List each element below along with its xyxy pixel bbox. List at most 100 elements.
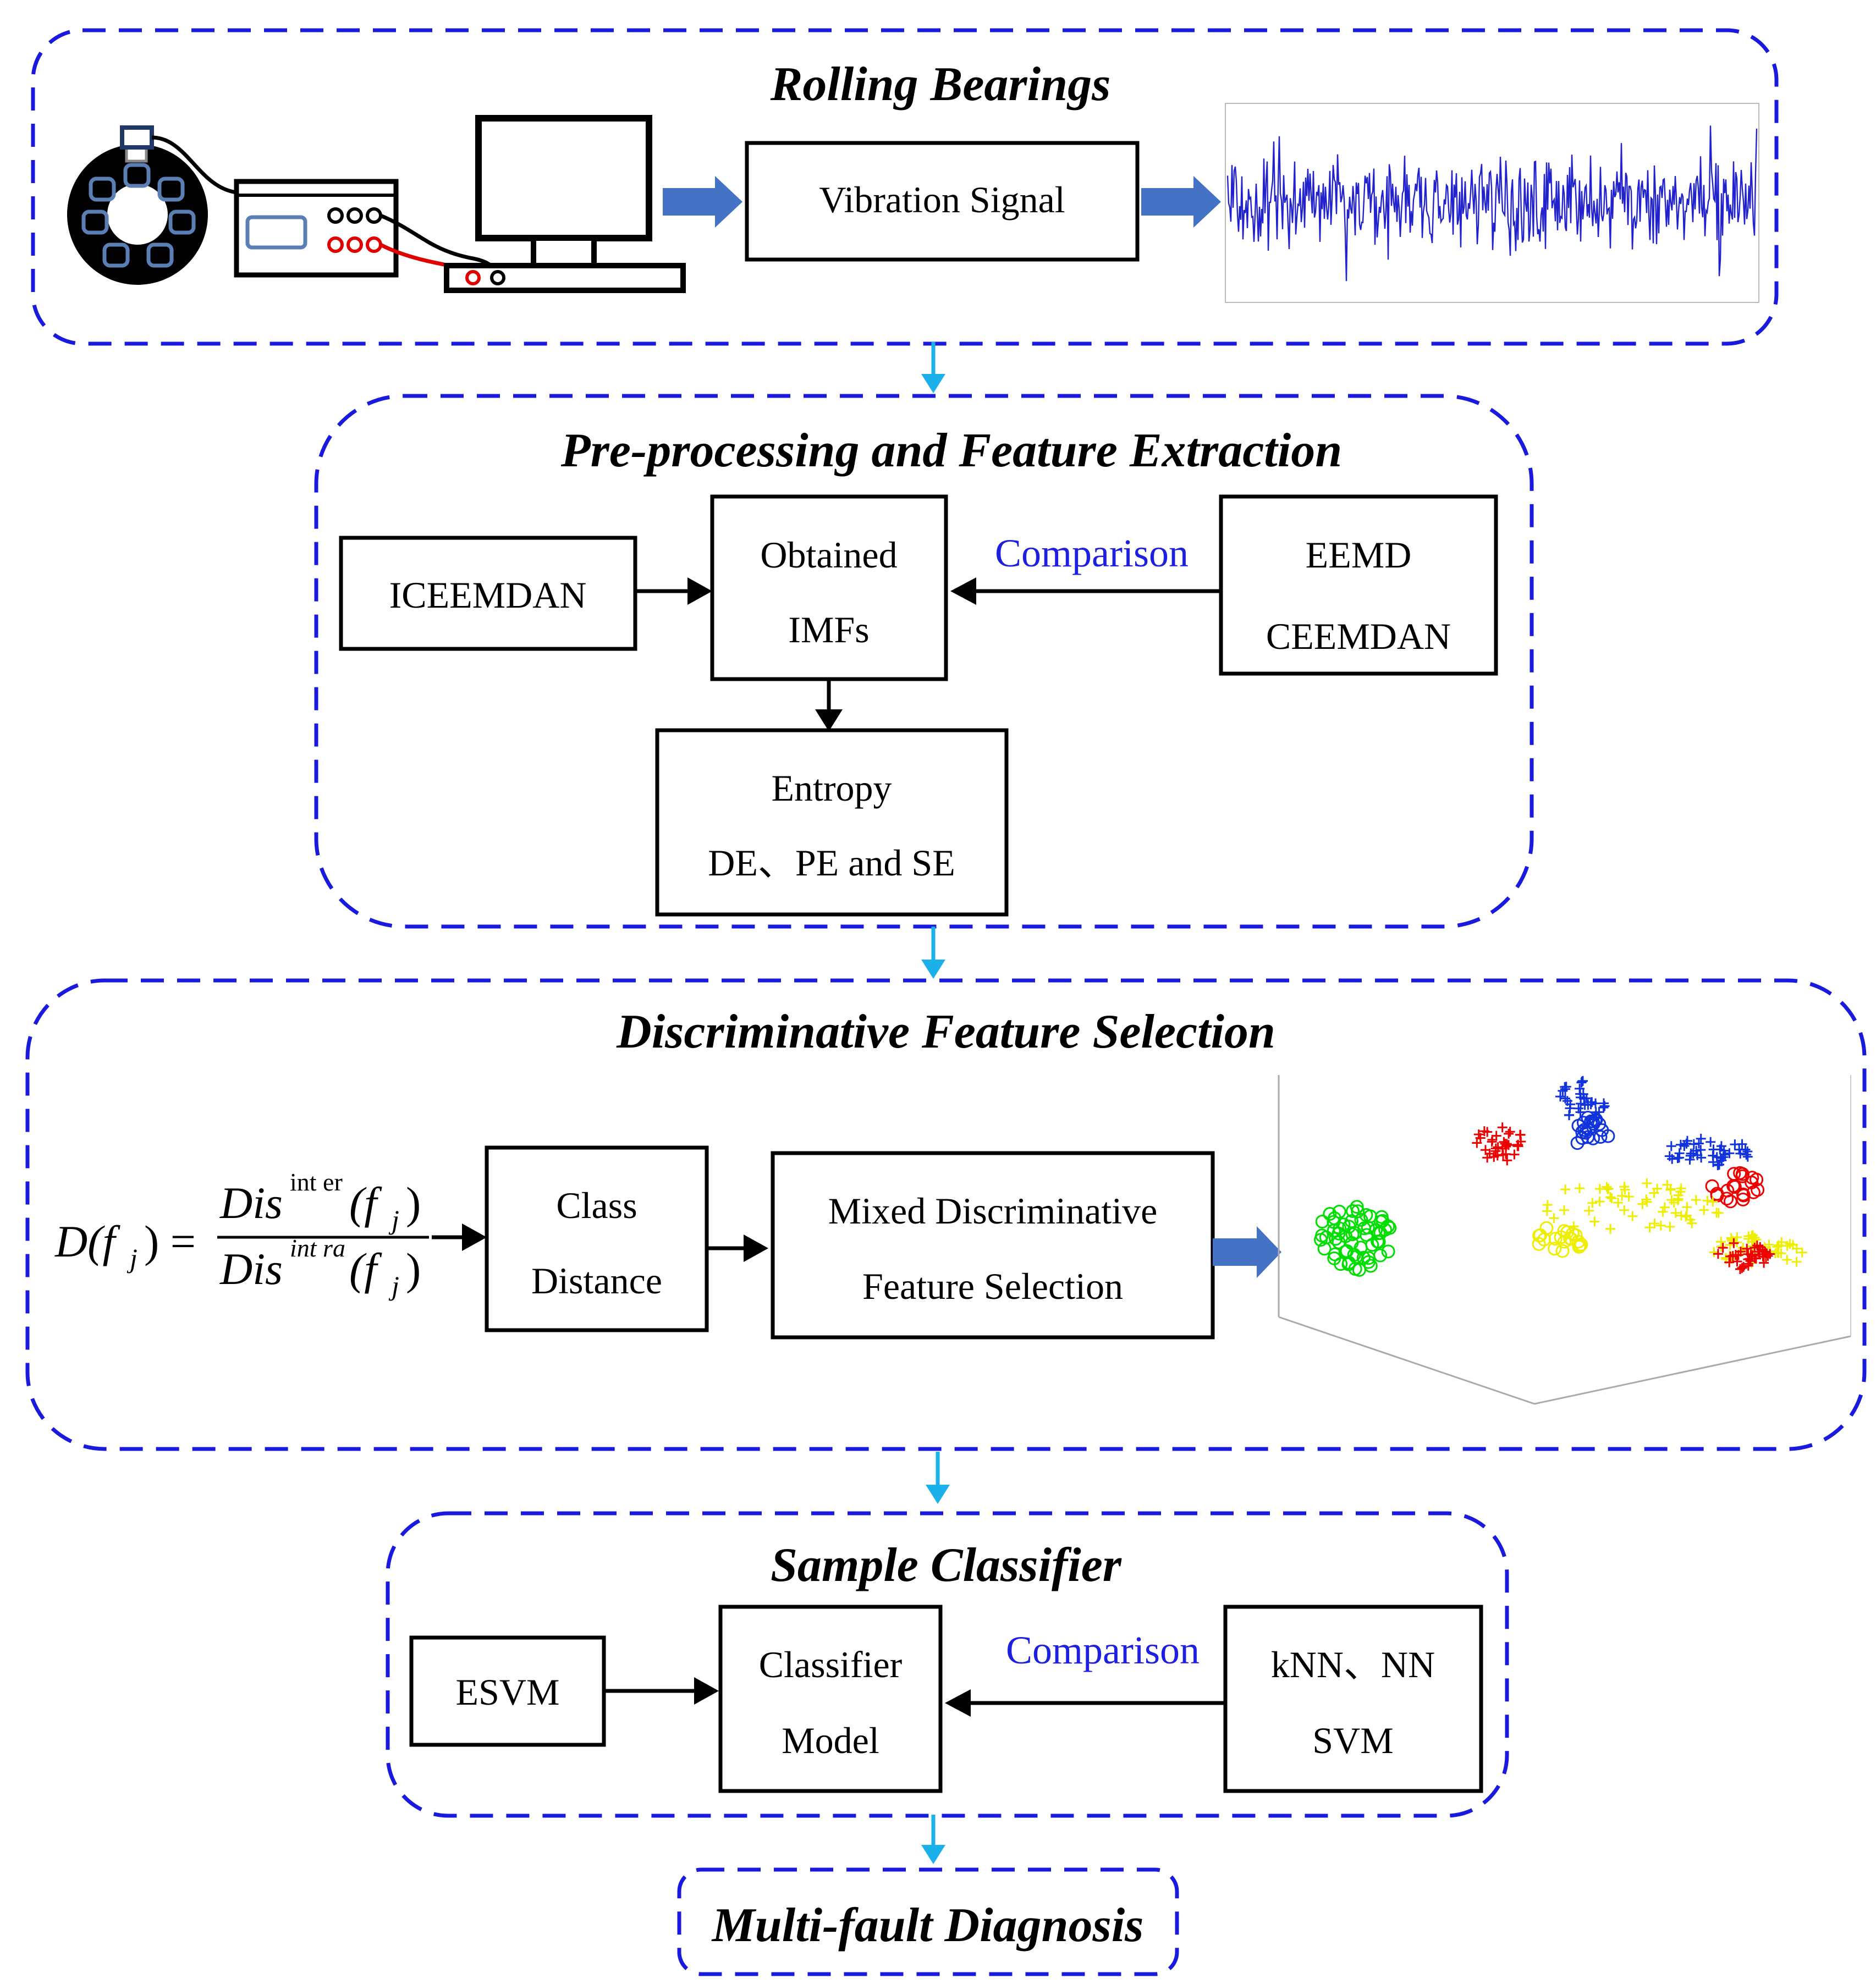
scatter-point bbox=[1565, 1099, 1576, 1110]
scatter-point bbox=[1735, 1169, 1750, 1183]
svg-text:Dis: Dis bbox=[219, 1178, 283, 1228]
arrow-class-to-mixed bbox=[707, 1235, 768, 1262]
scatter-point bbox=[1644, 1222, 1655, 1233]
scatter-point bbox=[1515, 1129, 1525, 1140]
scatter-point bbox=[1594, 1197, 1605, 1206]
scatter-point bbox=[1751, 1235, 1762, 1245]
ceemdan-label: CEEMDAN bbox=[1266, 615, 1451, 657]
scatter-point bbox=[1642, 1178, 1652, 1188]
scatter-point bbox=[1602, 1182, 1612, 1192]
scatter-point bbox=[1699, 1205, 1709, 1215]
scatter-point bbox=[1713, 1249, 1723, 1259]
scatter-point bbox=[1340, 1244, 1354, 1258]
classifier-section bbox=[386, 1511, 1509, 1818]
svg-text:(f: (f bbox=[349, 1244, 382, 1294]
scatter-point bbox=[1576, 1077, 1587, 1088]
esvm-label: ESVM bbox=[456, 1671, 560, 1713]
scatter-point bbox=[1359, 1208, 1373, 1222]
scatter-point bbox=[1619, 1205, 1630, 1215]
scatter-point bbox=[1315, 1215, 1329, 1228]
down-arrow-3 bbox=[926, 1452, 950, 1504]
scatter-point bbox=[1605, 1224, 1616, 1234]
scatter-point bbox=[1729, 1238, 1739, 1248]
scatter-point bbox=[1560, 1084, 1570, 1094]
scatter-point bbox=[1560, 1184, 1571, 1194]
scatter-point bbox=[1742, 1243, 1752, 1254]
class-line2: Distance bbox=[531, 1260, 662, 1302]
scatter-point bbox=[1555, 1092, 1565, 1102]
scatter-point bbox=[1351, 1204, 1365, 1219]
down-arrow-1 bbox=[921, 342, 945, 393]
scatter-point bbox=[1599, 1098, 1609, 1109]
scatter-point bbox=[1356, 1250, 1371, 1265]
scatter-point bbox=[1314, 1233, 1328, 1247]
scatter-point bbox=[1372, 1235, 1386, 1249]
arrow-iceemdan-to-imfs bbox=[635, 577, 712, 605]
scatter-point bbox=[1362, 1251, 1376, 1265]
scatter-point bbox=[1759, 1258, 1769, 1268]
scatter-point bbox=[1776, 1248, 1786, 1259]
scatter-point bbox=[1688, 1139, 1699, 1149]
scatter-point bbox=[1493, 1142, 1503, 1153]
scatter-point bbox=[1716, 1141, 1726, 1151]
scatter-point bbox=[1502, 1155, 1512, 1166]
scatter-point bbox=[1725, 1251, 1736, 1261]
scatter-point bbox=[1605, 1192, 1616, 1202]
scatter-point bbox=[1617, 1191, 1627, 1201]
scatter-point bbox=[1491, 1131, 1501, 1141]
scatter-point bbox=[1641, 1194, 1652, 1205]
diagnosis-section bbox=[677, 1867, 1179, 1976]
feature-scatter-plot bbox=[1278, 1075, 1851, 1405]
scatter-point bbox=[1745, 1175, 1759, 1189]
scatter-point bbox=[1505, 1127, 1515, 1137]
svg-text:D(f: D(f bbox=[54, 1216, 121, 1266]
scatter-point bbox=[1555, 1244, 1570, 1258]
svg-text:int er: int er bbox=[290, 1168, 343, 1196]
feature-selection-title: Discriminative Feature Selection bbox=[616, 1005, 1275, 1059]
scatter-point bbox=[1652, 1183, 1662, 1194]
mixed-line2: Feature Selection bbox=[862, 1265, 1123, 1307]
scatter-point bbox=[1572, 1239, 1586, 1254]
scatter-point bbox=[1327, 1215, 1341, 1229]
scatter-point bbox=[1736, 1188, 1751, 1203]
scatter-point bbox=[1560, 1093, 1570, 1104]
scatter-point bbox=[1620, 1184, 1630, 1195]
iceemdan-label: ICEEMDAN bbox=[389, 574, 587, 616]
class-distance-equation: D(f j ) = Dis int er (f j ) Dis int ra (… bbox=[54, 1168, 429, 1301]
scatter-point bbox=[1734, 1144, 1745, 1155]
scatter-point bbox=[1564, 1232, 1578, 1246]
rolling-bearings-title: Rolling Bearings bbox=[770, 58, 1111, 111]
scatter-point bbox=[1685, 1154, 1695, 1165]
diagnosis-title: Multi-fault Diagnosis bbox=[711, 1899, 1144, 1952]
scatter-point bbox=[1688, 1148, 1698, 1159]
knn-nn-svm-box bbox=[1223, 1605, 1483, 1793]
scatter-point bbox=[1726, 1179, 1741, 1193]
model-line1: Classifier bbox=[759, 1644, 903, 1685]
scatter-point bbox=[1696, 1133, 1706, 1144]
entropy-box bbox=[655, 728, 1009, 917]
imfs-line1: Obtained bbox=[760, 534, 897, 576]
comparison-label-2: Comparison bbox=[1006, 1628, 1200, 1672]
scatter-point bbox=[1658, 1206, 1668, 1217]
svg-text:j: j bbox=[388, 1270, 399, 1301]
svg-text:(f: (f bbox=[349, 1178, 382, 1228]
scatter-point bbox=[1739, 1261, 1749, 1272]
scatter-point bbox=[1354, 1213, 1368, 1227]
comparison-label-1: Comparison bbox=[995, 531, 1189, 575]
scatter-point bbox=[1724, 1148, 1735, 1159]
scatter-point bbox=[1760, 1247, 1770, 1257]
scatter-point bbox=[1714, 1160, 1724, 1170]
svm-label: SVM bbox=[1312, 1720, 1393, 1761]
scatter-point bbox=[1532, 1228, 1547, 1243]
scatter-point bbox=[1577, 1123, 1592, 1137]
scatter-point bbox=[1542, 1200, 1553, 1210]
scatter-point bbox=[1548, 1242, 1562, 1256]
iceemdan-box bbox=[339, 536, 637, 651]
scatter-point bbox=[1708, 1150, 1718, 1161]
scatter-point bbox=[1720, 1149, 1730, 1160]
scatter-point bbox=[1561, 1082, 1571, 1092]
scatter-point bbox=[1737, 1263, 1747, 1273]
vibration-signal-box bbox=[745, 141, 1140, 262]
scatter-point bbox=[1487, 1137, 1497, 1147]
scatter-point bbox=[1681, 1211, 1691, 1222]
